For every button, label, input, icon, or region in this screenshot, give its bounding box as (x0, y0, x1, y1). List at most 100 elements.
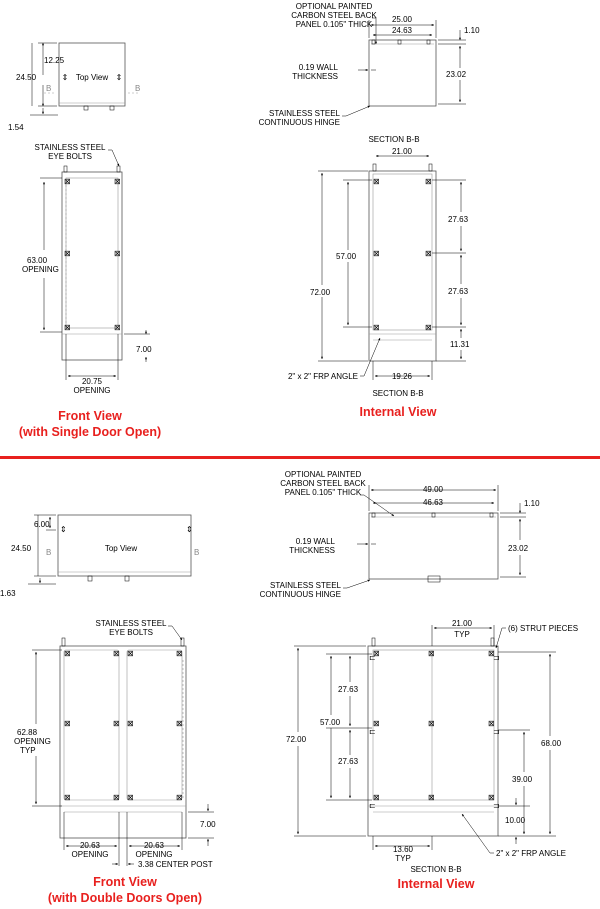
dim-11-31: 11.31 (450, 340, 470, 349)
frp-angle-label-double: 2" x 2" FRP ANGLE (496, 849, 566, 858)
dim-7-00-double: 7.00 (200, 820, 216, 829)
svg-text:⊠: ⊠ (428, 649, 435, 658)
dim-21-00: 21.00 (392, 147, 413, 156)
svg-text:⊠: ⊠ (488, 649, 495, 658)
section-b-b-caption-double: SECTION B-B (410, 865, 461, 874)
back-panel-label-double-2: CARBON STEEL BACK (280, 479, 366, 488)
section-divider (0, 456, 600, 459)
svg-text:⊠: ⊠ (64, 177, 71, 186)
dim-23-02: 23.02 (446, 70, 467, 79)
svg-text:⊠: ⊠ (373, 177, 380, 186)
section-marker-right-double: B (194, 548, 199, 557)
section-top-outline-double (368, 512, 499, 580)
dim-20-63-left-opening: OPENING (72, 850, 109, 859)
top-view-outline-double (57, 514, 192, 577)
svg-text:⊠: ⊠ (425, 177, 432, 186)
dim-1-10: 1.10 (464, 26, 480, 35)
top-view-outline (58, 42, 126, 107)
dim-72-00: 72.00 (310, 288, 331, 297)
svg-text:⊠: ⊠ (114, 323, 121, 332)
dim-1-63: 1.63 (0, 589, 16, 598)
svg-text:⊠: ⊠ (428, 793, 435, 802)
internal-view-caption-single: Internal View (360, 405, 437, 419)
dim-20-63-right-opening: OPENING (136, 850, 173, 859)
dim-24-50-double: 24.50 (11, 544, 32, 553)
svg-text:⊠: ⊠ (127, 719, 134, 728)
double-door-top-view: Top View ⇕ ⇕ B B 6.00 24.50 1.63 (0, 514, 199, 598)
dim-49-00: 49.00 (423, 485, 444, 494)
internal-view-caption-double: Internal View (398, 877, 475, 891)
dim-62-88-typ: TYP (20, 746, 36, 755)
hinge-label-double-2: CONTINUOUS HINGE (260, 590, 341, 599)
svg-text:⊠: ⊠ (127, 793, 134, 802)
front-view-caption-double-sub: (with Double Doors Open) (48, 891, 202, 905)
back-panel-label-double-3: PANEL 0.105" THICK (285, 488, 362, 497)
dim-39-00: 39.00 (512, 775, 533, 784)
single-door-top-view: Top View ⇕ ⇕ B B 12.25 24.50 1.54 (8, 42, 140, 132)
front-view-caption-single-sub: (with Single Door Open) (19, 425, 161, 439)
single-internal-view: ⊠⊠ ⊠⊠ ⊠⊠ 21.00 27.63 27.63 11.31 57.00 7… (288, 147, 470, 398)
back-panel-label-3: PANEL 0.105" THICK (296, 20, 373, 29)
dim-25-00: 25.00 (392, 15, 413, 24)
section-marker-right: B (135, 84, 140, 93)
svg-text:⇕: ⇕ (116, 73, 123, 82)
back-panel-label-2: CARBON STEEL BACK (291, 11, 377, 20)
section-b-b-caption-upper: SECTION B-B (372, 389, 423, 398)
back-panel-label-double-1: OPTIONAL PAINTED (285, 470, 362, 479)
dim-57-00: 57.00 (336, 252, 357, 261)
svg-text:⇕: ⇕ (62, 73, 69, 82)
dim-13-60: 13.60 (393, 845, 414, 854)
dim-21-00-typ: TYP (454, 630, 470, 639)
dim-24-50: 24.50 (16, 73, 37, 82)
internal-view-outline-double (367, 645, 499, 837)
dim-13-60-typ: TYP (395, 854, 411, 863)
dim-20-75-opening: OPENING (74, 386, 111, 395)
dim-57-00-double: 57.00 (320, 718, 341, 727)
svg-text:⊠: ⊠ (64, 649, 71, 658)
top-view-label: Top View (76, 73, 109, 82)
wall-thickness-label-1: 0.19 WALL (299, 63, 339, 72)
svg-text:⊠: ⊠ (373, 249, 380, 258)
dim-27-63-upper-double: 27.63 (338, 685, 359, 694)
hinge-label-1: STAINLESS STEEL (269, 109, 341, 118)
enclosure-front-outline-double (59, 645, 187, 839)
double-internal-view: ⊠⊠⊠ ⊠⊠⊠ ⊠⊠⊠ ⊏⊏⊏ ⊐⊐⊐ 21.00 TYP (6) STRUT … (286, 619, 578, 874)
top-view-label-double: Top View (105, 544, 138, 553)
dim-20-63-right: 20.63 (144, 841, 165, 850)
wall-thickness-double-1: 0.19 WALL (296, 537, 336, 546)
front-view-caption-double: Front View (93, 875, 157, 889)
dim-24-63: 24.63 (392, 26, 413, 35)
dim-20-75: 20.75 (82, 377, 103, 386)
svg-text:⊏: ⊏ (369, 727, 376, 736)
svg-text:⊠: ⊠ (127, 649, 134, 658)
dim-1-10-double: 1.10 (524, 499, 540, 508)
eye-bolts-label-double-2: EYE BOLTS (109, 628, 153, 637)
svg-text:⊐: ⊐ (493, 653, 500, 662)
svg-text:⊠: ⊠ (428, 719, 435, 728)
dim-63-opening: OPENING (22, 265, 59, 274)
svg-text:⊠: ⊠ (113, 719, 120, 728)
dim-7-00: 7.00 (136, 345, 152, 354)
svg-text:⊐: ⊐ (493, 727, 500, 736)
dim-center-post: 3.38 CENTER POST (138, 860, 213, 869)
frp-angle-label-upper: 2" x 2" FRP ANGLE (288, 372, 358, 381)
svg-text:⊠: ⊠ (176, 649, 183, 658)
svg-text:⊠: ⊠ (64, 719, 71, 728)
hinge-label-2: CONTINUOUS HINGE (259, 118, 340, 127)
svg-text:⊠: ⊠ (113, 649, 120, 658)
double-door-front-view: ⊠⊠⊠⊠ ⊠⊠⊠⊠ ⊠⊠⊠⊠ STAINLESS STEEL EYE BOLTS… (14, 619, 216, 869)
svg-text:⊠: ⊠ (425, 323, 432, 332)
section-marker-left-double: B (46, 548, 51, 557)
internal-view-outline (368, 170, 437, 362)
single-internal-section-top: OPTIONAL PAINTED CARBON STEEL BACK PANEL… (259, 2, 480, 144)
eye-bolts-label-2: EYE BOLTS (48, 152, 92, 161)
double-internal-section-top: OPTIONAL PAINTED CARBON STEEL BACK PANEL… (260, 470, 540, 599)
section-top-outline (368, 39, 437, 107)
svg-text:⊠: ⊠ (488, 793, 495, 802)
eye-bolt-left (63, 165, 68, 173)
svg-text:⊠: ⊠ (425, 249, 432, 258)
svg-text:⊐: ⊐ (493, 801, 500, 810)
eye-bolts-label-double-1: STAINLESS STEEL (96, 619, 168, 628)
dim-12-25: 12.25 (44, 56, 65, 65)
